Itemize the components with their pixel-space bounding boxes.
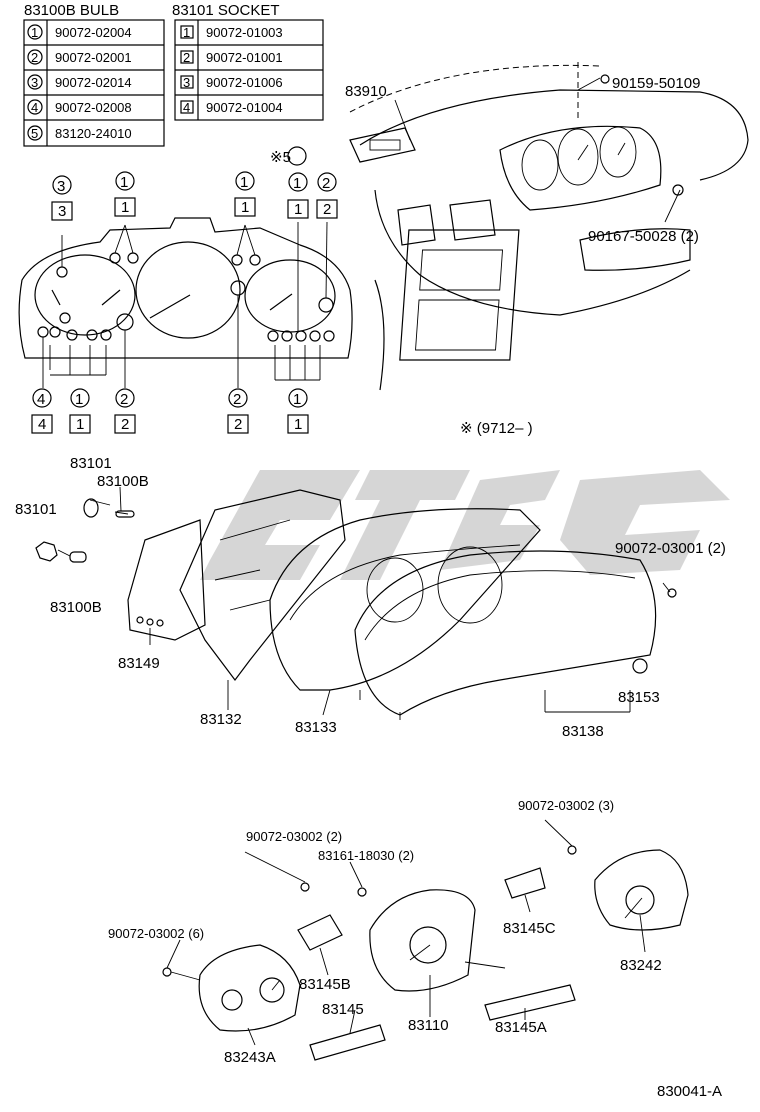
bulb-callout-1c: 1 xyxy=(288,172,308,192)
label-83145: 83145 xyxy=(322,1001,364,1018)
label-83101-a: 83101 xyxy=(70,455,112,472)
gauge-components xyxy=(162,845,689,1061)
bulb-callout-1d: 1 xyxy=(70,388,90,408)
bulb-callout-2c: 2 xyxy=(228,388,248,408)
label-83132: 83132 xyxy=(200,711,242,728)
socket-callout-1c: 1 xyxy=(287,199,309,219)
note-date-range: ※ (9712– ) xyxy=(460,420,533,437)
label-83145C: 83145C xyxy=(503,920,556,937)
label-83145A: 83145A xyxy=(495,1019,547,1036)
svg-text:4: 4 xyxy=(38,416,46,433)
svg-text:1: 1 xyxy=(121,199,129,216)
svg-text:1: 1 xyxy=(76,416,84,433)
label-83138: 83138 xyxy=(562,723,604,740)
svg-text:1: 1 xyxy=(75,391,83,408)
bulb-callout-1a: 1 xyxy=(115,171,135,191)
bulb-part-5: 83120-24010 xyxy=(55,126,132,141)
label-90167-50028: 90167-50028 (2) xyxy=(588,228,699,245)
bulb-part-3: 90072-02014 xyxy=(55,75,132,90)
bulb-num-5: 5 xyxy=(31,126,38,141)
label-90159-50109: 90159-50109 xyxy=(612,75,700,92)
leader-lines xyxy=(119,486,646,1046)
bulb-num-4: 4 xyxy=(31,100,38,115)
socket-callout-2a: 2 xyxy=(316,199,338,219)
bulb-part-1: 90072-02004 xyxy=(55,25,132,40)
socket-part-2: 90072-01001 xyxy=(206,50,283,65)
svg-text:2: 2 xyxy=(323,201,331,218)
label-83100B-b: 83100B xyxy=(50,599,102,616)
label-90072-03002-3: 90072-03002 (3) xyxy=(518,798,614,813)
svg-text:3: 3 xyxy=(58,203,66,220)
svg-text:3: 3 xyxy=(57,178,65,195)
svg-text:1: 1 xyxy=(120,174,128,191)
socket-num-4: 4 xyxy=(183,100,190,115)
bulb-table: 83100B BULB 1 90072-02004 2 90072-02001 … xyxy=(23,2,165,147)
label-83133: 83133 xyxy=(295,719,337,736)
label-83153: 83153 xyxy=(618,689,660,706)
socket-part-1: 90072-01003 xyxy=(206,25,283,40)
label-83242: 83242 xyxy=(620,957,662,974)
svg-text:2: 2 xyxy=(234,416,242,433)
label-83149: 83149 xyxy=(118,655,160,672)
label-83161-18030: 83161-18030 (2) xyxy=(318,848,414,863)
label-90072-03002-6: 90072-03002 (6) xyxy=(108,926,204,941)
socket-callout-1e: 1 xyxy=(287,414,309,434)
svg-text:1: 1 xyxy=(293,175,301,192)
cluster-front-view xyxy=(18,217,353,388)
label-90072-03001: 90072-03001 (2) xyxy=(615,540,726,557)
socket-part-3: 90072-01006 xyxy=(206,75,283,90)
bulb-callout-2a: 2 xyxy=(317,172,337,192)
svg-text:1: 1 xyxy=(294,416,302,433)
socket-num-1: 1 xyxy=(183,25,190,40)
socket-callout-3: 3 xyxy=(51,201,73,221)
dashboard-illustration xyxy=(349,62,749,391)
socket-part-4: 90072-01004 xyxy=(206,100,283,115)
bulb-table-header: 83100B BULB xyxy=(24,2,119,19)
bulb-part-4: 90072-02008 xyxy=(55,100,132,115)
watermark-logo xyxy=(200,470,730,580)
svg-text:1: 1 xyxy=(241,199,249,216)
bulb-callout-5: ※5 xyxy=(270,146,307,166)
label-83910: 83910 xyxy=(345,83,387,100)
bulb-callout-4: 4 xyxy=(32,388,52,408)
label-83110: 83110 xyxy=(408,1017,449,1034)
svg-text:2: 2 xyxy=(322,175,330,192)
socket-num-3: 3 xyxy=(183,75,190,90)
svg-text:1: 1 xyxy=(240,174,248,191)
bulb-num-3: 3 xyxy=(31,75,38,90)
svg-text:1: 1 xyxy=(294,201,302,218)
svg-text:2: 2 xyxy=(120,391,128,408)
bulb-callout-1b: 1 xyxy=(235,171,255,191)
bulb-callout-1e: 1 xyxy=(288,388,308,408)
socket-table: 83101 SOCKET 1 90072-01003 2 90072-01001… xyxy=(172,2,324,121)
cluster-exploded-view xyxy=(35,489,677,720)
bulb-callout-3: 3 xyxy=(52,175,72,195)
socket-callout-1a: 1 xyxy=(114,197,136,217)
label-83100B-a: 83100B xyxy=(97,473,149,490)
svg-text:※5: ※5 xyxy=(270,149,291,166)
diagram-id: 830041-A xyxy=(657,1083,722,1100)
label-83145B: 83145B xyxy=(299,976,351,993)
socket-num-2: 2 xyxy=(183,50,190,65)
socket-callout-1d: 1 xyxy=(69,414,91,434)
socket-table-header: 83101 SOCKET xyxy=(172,2,280,19)
part-labels: 83910 90159-50109 90167-50028 (2) ※ (971… xyxy=(15,75,726,1100)
label-83243A: 83243A xyxy=(224,1049,276,1066)
socket-callout-2b: 2 xyxy=(114,414,136,434)
label-90072-03002-2: 90072-03002 (2) xyxy=(246,829,342,844)
bulb-num-1: 1 xyxy=(31,25,38,40)
socket-callout-1b: 1 xyxy=(234,197,256,217)
svg-text:2: 2 xyxy=(121,416,129,433)
svg-text:4: 4 xyxy=(37,391,45,408)
bulb-callout-2b: 2 xyxy=(115,388,135,408)
svg-text:2: 2 xyxy=(233,391,241,408)
svg-text:1: 1 xyxy=(293,391,301,408)
label-83101-b: 83101 xyxy=(15,501,57,518)
bulb-part-2: 90072-02001 xyxy=(55,50,132,65)
socket-callout-2c: 2 xyxy=(227,414,249,434)
bulb-num-2: 2 xyxy=(31,50,38,65)
socket-callout-4: 4 xyxy=(31,414,53,434)
